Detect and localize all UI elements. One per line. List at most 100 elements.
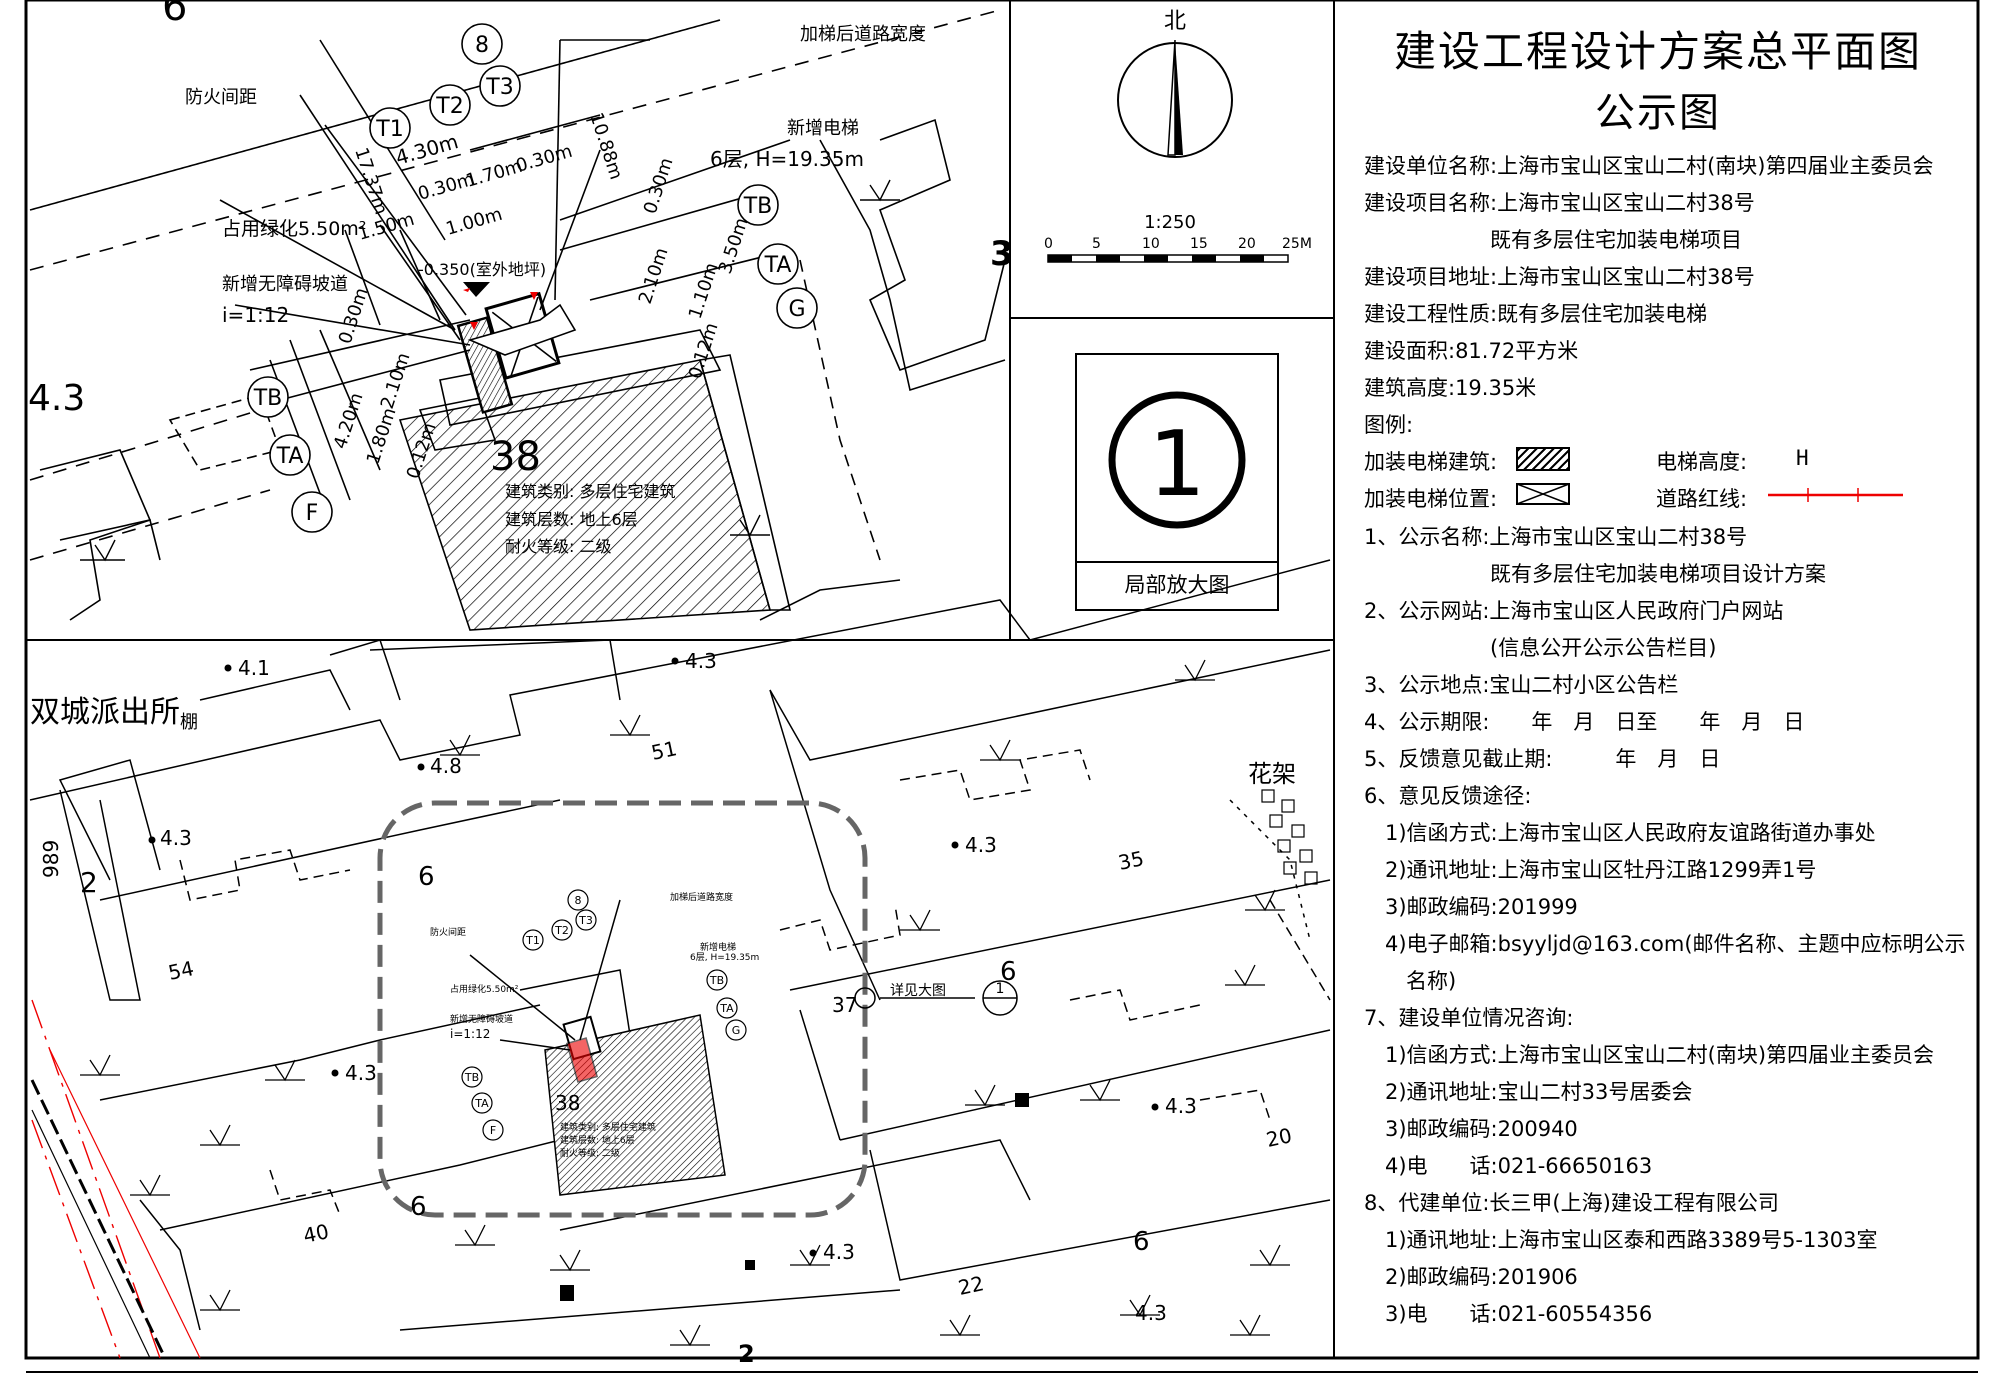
svg-text:4.3: 4.3 <box>28 378 85 419</box>
svg-text:4.20m: 4.20m <box>330 390 368 451</box>
svg-text:双城派出所: 双城派出所 <box>30 695 180 730</box>
svg-text:耐火等级: 二级: 耐火等级: 二级 <box>560 1147 620 1159</box>
info-line: 3)邮政编码:200940 <box>1364 1117 1578 1141</box>
svg-text:4.1: 4.1 <box>238 656 270 680</box>
info-line: 4)电 话:021-66650163 <box>1364 1154 1653 1178</box>
scale-bar: 1:250 0 5 10 15 20 25M <box>1044 212 1312 263</box>
svg-text:T2: T2 <box>435 94 463 119</box>
legend-redline-label: 道路红线: <box>1656 487 1748 511</box>
svg-text:6: 6 <box>1000 957 1017 987</box>
svg-text:TA: TA <box>719 1002 734 1015</box>
info-line: 7、建设单位情况咨询: <box>1364 1006 1574 1030</box>
svg-text:4.3: 4.3 <box>823 1240 855 1264</box>
page-title: 建设工程设计方案总平面图 <box>1393 27 1922 76</box>
svg-text:6: 6 <box>418 862 435 892</box>
svg-text:1:250: 1:250 <box>1144 212 1196 233</box>
svg-text:51: 51 <box>649 736 679 765</box>
svg-text:2: 2 <box>80 866 98 899</box>
info-line: 建设工程性质:既有多层住宅加装电梯 <box>1364 302 1708 326</box>
svg-text:25M: 25M <box>1282 236 1312 252</box>
svg-text:建筑层数: 地上6层: 建筑层数: 地上6层 <box>505 510 638 529</box>
svg-text:37: 37 <box>832 993 857 1017</box>
info-line: 3、公示地点:宝山二村小区公告栏 <box>1364 673 1679 697</box>
svg-text:6层, H=19.35m: 6层, H=19.35m <box>710 147 864 171</box>
detail-text: 加梯后道路宽度 防火间距 新增电梯 6层, H=19.35m 占用绿化5.50m… <box>28 0 1014 556</box>
svg-text:TB: TB <box>464 1071 479 1084</box>
svg-text:2.10m: 2.10m <box>377 350 415 411</box>
info-line: 2)通讯地址:上海市宝山区牡丹江路1299弄1号 <box>1364 858 1817 882</box>
svg-text:38: 38 <box>555 1091 580 1115</box>
outer-frame <box>24 0 1980 1360</box>
svg-text:20: 20 <box>1264 1123 1294 1152</box>
svg-text:6: 6 <box>162 0 187 30</box>
svg-text:TB: TB <box>743 194 773 219</box>
svg-text:占用绿化5.50m²: 占用绿化5.50m² <box>450 983 519 995</box>
svg-text:8: 8 <box>475 33 489 58</box>
svg-text:2: 2 <box>738 1340 755 1368</box>
detail-plan <box>29 9 1006 631</box>
svg-text:35: 35 <box>1116 846 1146 875</box>
svg-text:4.3: 4.3 <box>345 1061 377 1085</box>
svg-text:40: 40 <box>301 1219 331 1248</box>
svg-text:加梯后道路宽度: 加梯后道路宽度 <box>670 891 733 903</box>
svg-text:-0.350(室外地坪): -0.350(室外地坪) <box>418 260 546 279</box>
legend-redline-swatch <box>1768 488 1903 502</box>
svg-text:10: 10 <box>1142 236 1160 252</box>
svg-text:F: F <box>490 1124 496 1137</box>
svg-text:T3: T3 <box>485 75 513 100</box>
info-line: 1)通讯地址:上海市宝山区泰和西路3389号5-1303室 <box>1364 1228 1878 1252</box>
info-line: 建设项目名称:上海市宝山区宝山二村38号 <box>1364 191 1755 215</box>
svg-text:2.10m: 2.10m <box>635 245 673 306</box>
info-line: 建设面积:81.72平方米 <box>1364 339 1579 363</box>
svg-text:局部放大图: 局部放大图 <box>1125 573 1230 597</box>
inset-detail-box: 1 局部放大图 <box>1075 353 1279 611</box>
info-line: 2)邮政编码:201906 <box>1364 1265 1578 1289</box>
svg-text:0.30m: 0.30m <box>514 141 575 177</box>
svg-text:T1: T1 <box>525 934 540 947</box>
info-line: 图例: <box>1364 413 1414 437</box>
svg-text:防火间距: 防火间距 <box>430 926 466 938</box>
svg-text:5: 5 <box>1092 236 1101 252</box>
info-line: 既有多层住宅加装电梯项目 <box>1364 228 1742 252</box>
svg-text:0.30m: 0.30m <box>640 155 678 216</box>
legend-height-label: 电梯高度: <box>1656 450 1748 474</box>
info-line: 既有多层住宅加装电梯项目设计方案 <box>1364 562 1826 586</box>
info-line: 2、公示网站:上海市宝山区人民政府门户网站 <box>1364 599 1784 623</box>
svg-text:6: 6 <box>1133 1227 1150 1257</box>
svg-text:详见大图: 详见大图 <box>890 983 946 999</box>
info-line: 建设项目地址:上海市宝山区宝山二村38号 <box>1364 265 1755 289</box>
highlight-boundary <box>377 800 868 1218</box>
svg-text:1.80m: 1.80m <box>363 405 401 466</box>
svg-text:新增无障碍坡道: 新增无障碍坡道 <box>450 1013 513 1025</box>
info-line: 名称) <box>1364 969 1457 993</box>
info-line: 3)电 话:021-60554356 <box>1364 1302 1653 1326</box>
north-arrow-icon: 北 <box>1117 9 1233 158</box>
svg-text:i=1:12: i=1:12 <box>222 303 289 327</box>
svg-text:8: 8 <box>575 894 582 907</box>
info-line: 3)邮政编码:201999 <box>1364 895 1578 919</box>
svg-text:T1: T1 <box>375 117 403 142</box>
svg-text:0: 0 <box>1044 236 1053 252</box>
info-line: 2)通讯地址:宝山二村33号居委会 <box>1364 1080 1693 1104</box>
svg-text:TA: TA <box>764 253 792 278</box>
legend-position-swatch <box>1516 483 1570 505</box>
svg-text:T3: T3 <box>578 914 593 927</box>
info-line: 6、意见反馈途径: <box>1364 784 1532 808</box>
info-line: 8、代建单位:长三甲(上海)建设工程有限公司 <box>1364 1191 1779 1215</box>
page-subtitle: 公示图 <box>1595 90 1721 136</box>
svg-text:1.50m: 1.50m <box>356 209 417 245</box>
svg-text:4.3: 4.3 <box>160 826 192 850</box>
svg-text:G: G <box>788 297 805 322</box>
svg-text:1: 1 <box>1148 412 1205 517</box>
info-line: 5、反馈意见截止期: 年 月 日 <box>1364 747 1721 771</box>
svg-text:TA: TA <box>474 1097 489 1110</box>
svg-text:38: 38 <box>490 434 541 480</box>
svg-text:1.00m: 1.00m <box>444 204 505 240</box>
svg-text:新增电梯: 新增电梯 <box>787 118 859 139</box>
svg-text:22: 22 <box>956 1271 986 1300</box>
svg-text:花架: 花架 <box>1248 760 1296 788</box>
svg-text:4.3: 4.3 <box>1165 1094 1197 1118</box>
svg-text:TB: TB <box>253 386 283 411</box>
svg-text:建筑类别: 多层住宅建筑: 建筑类别: 多层住宅建筑 <box>505 482 675 501</box>
